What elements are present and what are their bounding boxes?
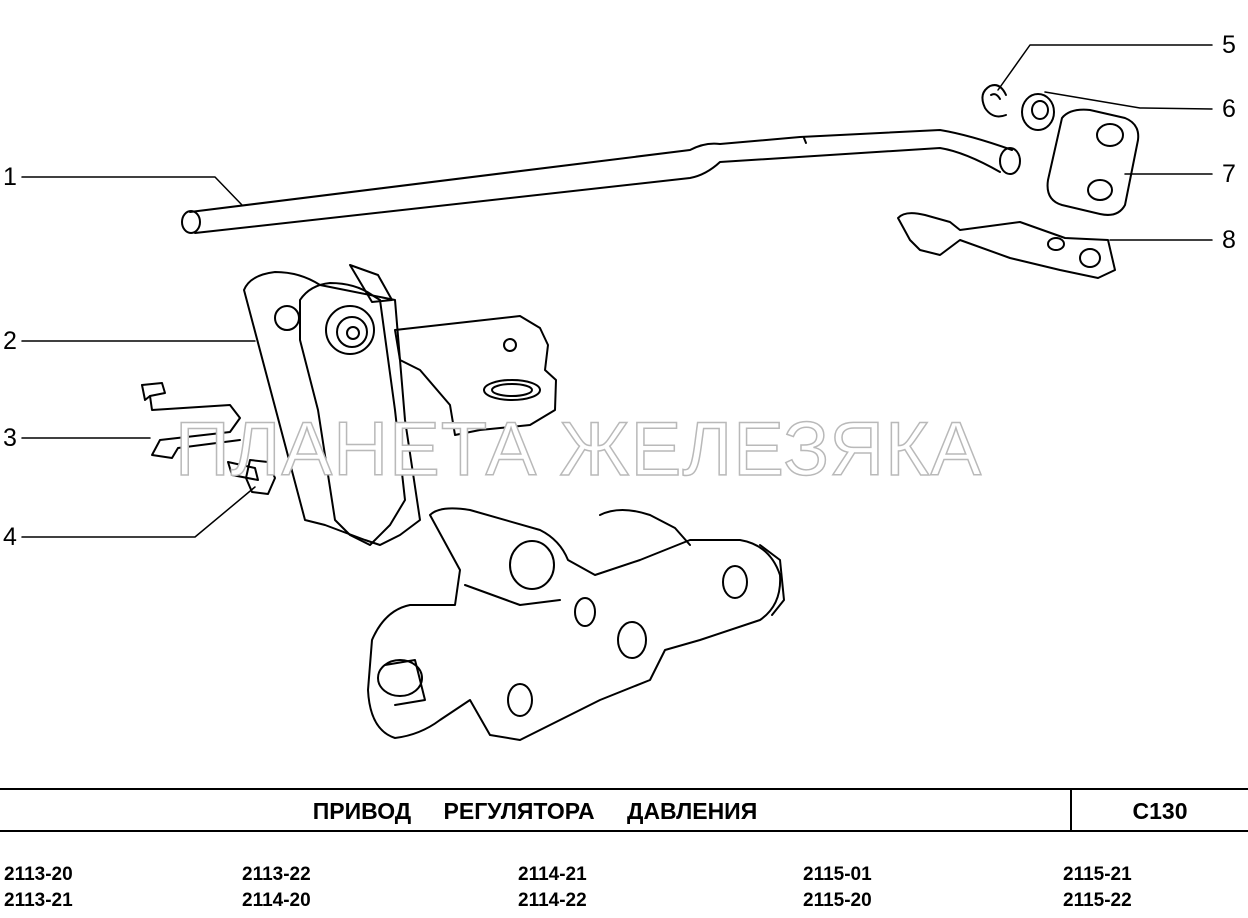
part-1-rod — [181, 129, 1021, 234]
part-2-bracket — [243, 264, 557, 546]
callout-leader-lines — [21, 44, 1213, 538]
model-code: 2114-21 — [518, 864, 587, 885]
model-column-2: 2113-22 2114-20 — [242, 862, 311, 914]
model-code: 2113-22 — [242, 864, 311, 885]
diagram-title: ПРИВОД РЕГУЛЯТОРА ДАВЛЕНИЯ — [312, 798, 758, 824]
model-code: 2115-22 — [1063, 890, 1132, 911]
watermark: ПЛАНЕТА ЖЕЛЕЗЯКА — [174, 407, 983, 492]
leader-4 — [21, 486, 256, 538]
callout-5: 5 — [1222, 31, 1236, 59]
callout-1: 1 — [3, 163, 17, 191]
callout-2: 2 — [3, 327, 17, 355]
model-column-1: 2113-20 2113-21 — [4, 862, 73, 914]
callout-6: 6 — [1222, 95, 1236, 123]
callout-8: 8 — [1222, 226, 1236, 254]
part-8-bracket-plate — [897, 212, 1116, 279]
part-7-bushing — [1046, 108, 1140, 216]
leader-6 — [1044, 91, 1213, 110]
callout-7: 7 — [1222, 160, 1236, 188]
model-code: 2115-20 — [803, 890, 872, 911]
callout-4: 4 — [3, 523, 17, 551]
model-code: 2114-20 — [242, 890, 311, 911]
callout-3: 3 — [3, 424, 17, 452]
part-6-washer — [1021, 93, 1055, 131]
pressure-regulator-body — [367, 507, 785, 741]
model-column-3: 2114-21 2114-22 — [518, 862, 587, 914]
model-code: 2115-01 — [803, 864, 872, 885]
title-divider — [1070, 790, 1072, 830]
part-5-snap-ring — [981, 84, 1007, 118]
leader-5 — [997, 44, 1213, 91]
model-code: 2114-22 — [518, 890, 587, 911]
model-code: 2113-21 — [4, 890, 73, 911]
leader-1 — [21, 176, 243, 206]
model-column-5: 2115-21 2115-22 — [1063, 862, 1132, 914]
title-bar: ПРИВОД РЕГУЛЯТОРА ДАВЛЕНИЯ С130 — [0, 788, 1248, 832]
model-code: 2113-20 — [4, 864, 73, 885]
part-4-bolt — [227, 459, 276, 495]
diagram-code: С130 — [1132, 798, 1188, 824]
model-code: 2115-21 — [1063, 864, 1132, 885]
model-column-4: 2115-01 2115-20 — [803, 862, 872, 914]
part-3-clip — [141, 382, 241, 459]
